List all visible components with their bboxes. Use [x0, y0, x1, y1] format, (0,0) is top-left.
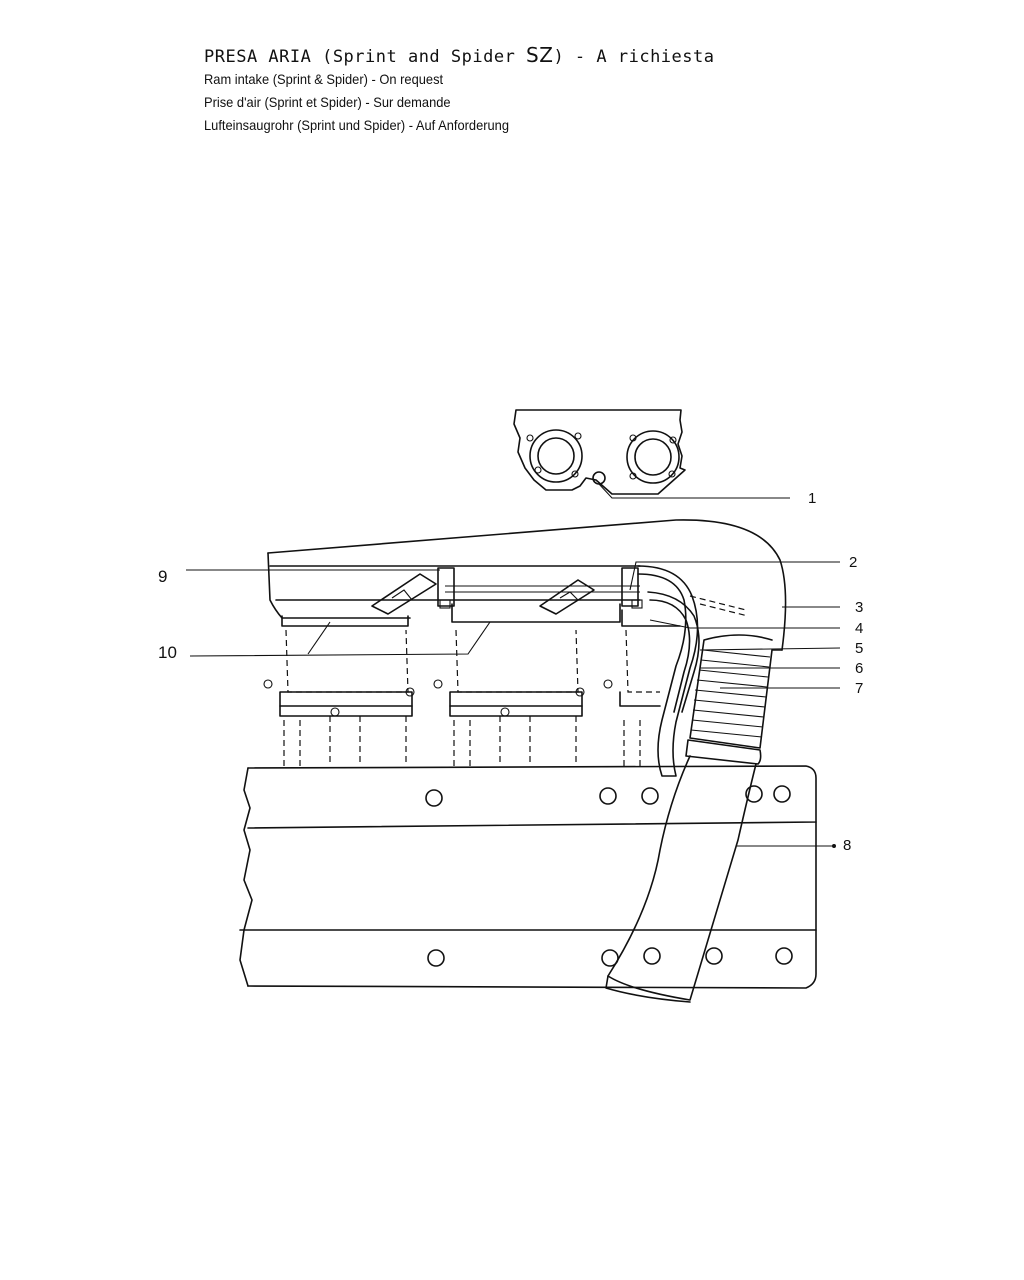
title-sz: SZ	[526, 43, 554, 67]
carburettors	[263, 629, 661, 766]
callout-3: 3	[855, 599, 863, 616]
intake-plenum	[267, 519, 787, 651]
breather-pipes	[637, 565, 749, 777]
callout-2: 2	[849, 554, 857, 571]
title-italian: PRESA ARIA (Sprint and Spider SZ) - A ri…	[204, 44, 714, 68]
callout-4: 4	[855, 620, 863, 637]
title-german: Lufteinsaugrohr (Sprint und Spider) - Au…	[204, 117, 510, 133]
title-prefix: PRESA ARIA (Sprint and Spider	[204, 47, 527, 67]
title-english: Ram intake (Sprint & Spider) - On reques…	[204, 71, 444, 87]
callout-10: 10	[158, 643, 177, 662]
callout-6: 6	[855, 660, 863, 677]
callout-numbers: 1 2 3 4 5 6 7 8 9 10	[158, 490, 863, 854]
title-french: Prise d'air (Sprint et Spider) - Sur dem…	[204, 94, 451, 110]
callout-7: 7	[855, 680, 863, 697]
leader-lines	[186, 483, 841, 848]
callout-1: 1	[808, 490, 816, 507]
title-suffix: ) - A richiesta	[553, 47, 715, 67]
hose-clamps	[371, 567, 643, 615]
callout-8: 8	[843, 837, 851, 854]
intake-elbow-and-duct	[605, 634, 783, 1003]
corrugated-hose	[690, 649, 771, 738]
engine-block-outline	[239, 765, 817, 989]
callout-9: 9	[158, 567, 167, 586]
callout-5: 5	[855, 640, 863, 657]
gasket-detail	[513, 409, 686, 495]
title-block: PRESA ARIA (Sprint and Spider SZ) - A ri…	[204, 44, 714, 137]
